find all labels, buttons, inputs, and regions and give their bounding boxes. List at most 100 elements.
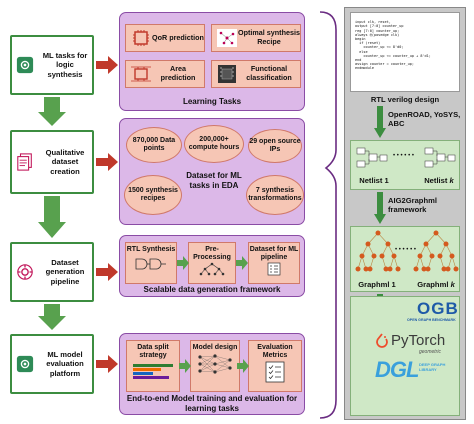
step-ml-tasks: ML tasks for logic synthesis xyxy=(10,35,94,95)
code-line: reg [7:0] counter_up; xyxy=(355,28,400,33)
arrow-icon xyxy=(237,359,249,373)
step-dataset-creation: Qualitative dataset creation xyxy=(10,130,94,194)
cloud-synthesis-recipes: 1500 synthesis recipes xyxy=(124,175,182,215)
ogb-subtitle: OPEN GRAPH BENCHMARK xyxy=(407,318,456,322)
dataset-panel: 870,000 Data points 200,000+ compute hou… xyxy=(119,118,305,225)
code-line: endmodule xyxy=(355,66,374,71)
pipeline-step-rtl-synthesis: RTL Synthesis xyxy=(125,242,177,284)
step-label: Qualitative dataset creation xyxy=(45,147,85,176)
checklist-icon xyxy=(267,262,281,276)
aig-label: AIG2Graphml framework xyxy=(388,196,437,215)
pytorch-flame-icon xyxy=(376,333,388,348)
cloud-transformations: 7 synthesis transformations xyxy=(246,175,304,215)
gear-cycle-icon xyxy=(17,264,33,280)
chip-icon xyxy=(133,30,149,46)
code-line: assign counter = counter_up; xyxy=(355,62,415,67)
frameworks-box: OGB OPEN GRAPH BENCHMARK PyTorch geometr… xyxy=(350,296,460,416)
ml-chip-icon xyxy=(16,56,34,74)
pipeline-step-preprocessing: Pre-Processing xyxy=(188,242,236,284)
step-label: ML model evaluation platform xyxy=(46,349,84,378)
task-label: Optimal synthesis Recipe xyxy=(238,28,300,46)
arrow-icon xyxy=(236,256,248,270)
netlist-box: • • • • • • Netlist 1 Netlist k xyxy=(350,140,460,190)
step-label: ML tasks for logic synthesis xyxy=(42,50,88,79)
task-label: Functional classification xyxy=(246,64,292,82)
pipeline-panel: RTL Synthesis Pre-Processing Dataset for… xyxy=(119,235,305,297)
task-card-qor: QoR prediction xyxy=(125,24,205,52)
netlist-1-label: Netlist 1 xyxy=(359,176,389,185)
code-line: if (reset) xyxy=(355,41,381,46)
arrow-icon xyxy=(179,359,191,373)
netlist-k-label: Netlist k xyxy=(417,176,461,185)
graphml-box: • • • • • • Graphml 1 Graphml k xyxy=(350,226,460,292)
down-arrow xyxy=(374,106,386,138)
task-label: QoR prediction xyxy=(152,32,204,42)
cloud-open-source-ips: 29 open source IPs xyxy=(248,129,302,163)
task-card-functional: Functional classification xyxy=(211,60,301,88)
netlist-schematic-icon xyxy=(356,147,388,168)
graph-tree-icon xyxy=(355,230,401,272)
down-arrow xyxy=(374,192,386,224)
tools-label: OpenROAD, YoSYS, ABC xyxy=(388,110,461,129)
code-line: always @(posedge clk) xyxy=(355,32,400,37)
training-step-data-split: Data split strategy xyxy=(126,340,180,392)
cloud-data-points: 870,000 Data points xyxy=(126,127,182,163)
netlist-k-text: Netlist xyxy=(424,176,448,185)
checklist-icon xyxy=(265,361,285,383)
dgl-subtitle: DEEP GRAPH LIBRARY xyxy=(419,362,446,372)
graphml-k-sub: k xyxy=(450,280,455,289)
step-label: RTL Synthesis xyxy=(126,246,176,253)
step-label: Evaluation Metrics xyxy=(257,344,293,360)
graphml-1-label: Graphml 1 xyxy=(358,280,396,289)
neural-network-icon xyxy=(198,354,232,374)
netlist-k-sub: k xyxy=(449,176,454,185)
cloud-compute-hours: 200,000+ compute hours xyxy=(184,125,244,163)
dataset-center-text: Dataset for ML tasks in EDA xyxy=(186,171,242,190)
step-label: Pre-Processing xyxy=(193,246,231,262)
panel-title: Scalable data generation framework xyxy=(143,285,281,294)
dots: • • • • • • xyxy=(395,247,416,253)
step-label: Model design xyxy=(192,344,238,351)
graph-icon xyxy=(217,29,237,47)
green-down-arrows xyxy=(38,97,66,330)
logic-gates-icon xyxy=(135,258,166,270)
arrow-icon xyxy=(177,256,189,270)
dgl-logo: DGL xyxy=(375,357,419,382)
graphml-k-label: Graphml k xyxy=(411,280,461,289)
ml-chip-icon xyxy=(16,355,34,373)
training-step-evaluation: Evaluation Metrics xyxy=(248,340,302,392)
code-line: output [7:0] counter_up xyxy=(355,24,404,29)
panel-title: End-to-end Model training and evaluation… xyxy=(126,394,298,413)
step-label: Dataset generation pipeline xyxy=(45,257,85,286)
step-label: Dataset for ML pipeline xyxy=(249,246,299,262)
task-label: Area prediction xyxy=(160,64,196,82)
pytorch-subtitle: geometric xyxy=(419,349,441,355)
code-line: counter_up <= 8'd0; xyxy=(355,45,404,50)
code-line: else xyxy=(355,49,368,54)
brace-connector xyxy=(319,11,337,419)
training-step-model-design: Model design xyxy=(190,340,240,392)
code-line: begin xyxy=(355,37,366,42)
verilog-code-snippet: input clk, reset,output [7:0] counter_up… xyxy=(350,12,460,92)
graphml-k-text: Graphml xyxy=(417,280,449,289)
pipeline-step-ml-dataset: Dataset for ML pipeline xyxy=(248,242,300,284)
area-chip-icon xyxy=(131,66,151,82)
circuit-board-icon xyxy=(218,65,236,83)
rtl-label: RTL verilog design xyxy=(370,95,440,104)
step-label: Data split strategy xyxy=(137,344,169,360)
code-line: end xyxy=(355,58,362,63)
graph-tree-icon xyxy=(413,230,459,272)
task-card-area: Area prediction xyxy=(125,60,205,88)
task-card-recipe: Optimal synthesis Recipe xyxy=(211,24,301,52)
documents-icon xyxy=(17,153,32,171)
data-split-bars-icon xyxy=(133,364,173,380)
training-panel: Data split strategy Model design Evaluat… xyxy=(119,333,305,415)
pytorch-logo: PyTorch xyxy=(391,332,446,349)
panel-title: Learning Tasks xyxy=(182,97,242,106)
netlist-schematic-icon xyxy=(424,147,456,168)
code-line: input clk, reset, xyxy=(355,20,391,25)
code-line: counter_up <= counter_up + 8'd1; xyxy=(355,53,431,58)
tree-graph-icon xyxy=(199,262,225,276)
learning-tasks-panel: QoR prediction Optimal synthesis Recipe … xyxy=(119,12,305,111)
